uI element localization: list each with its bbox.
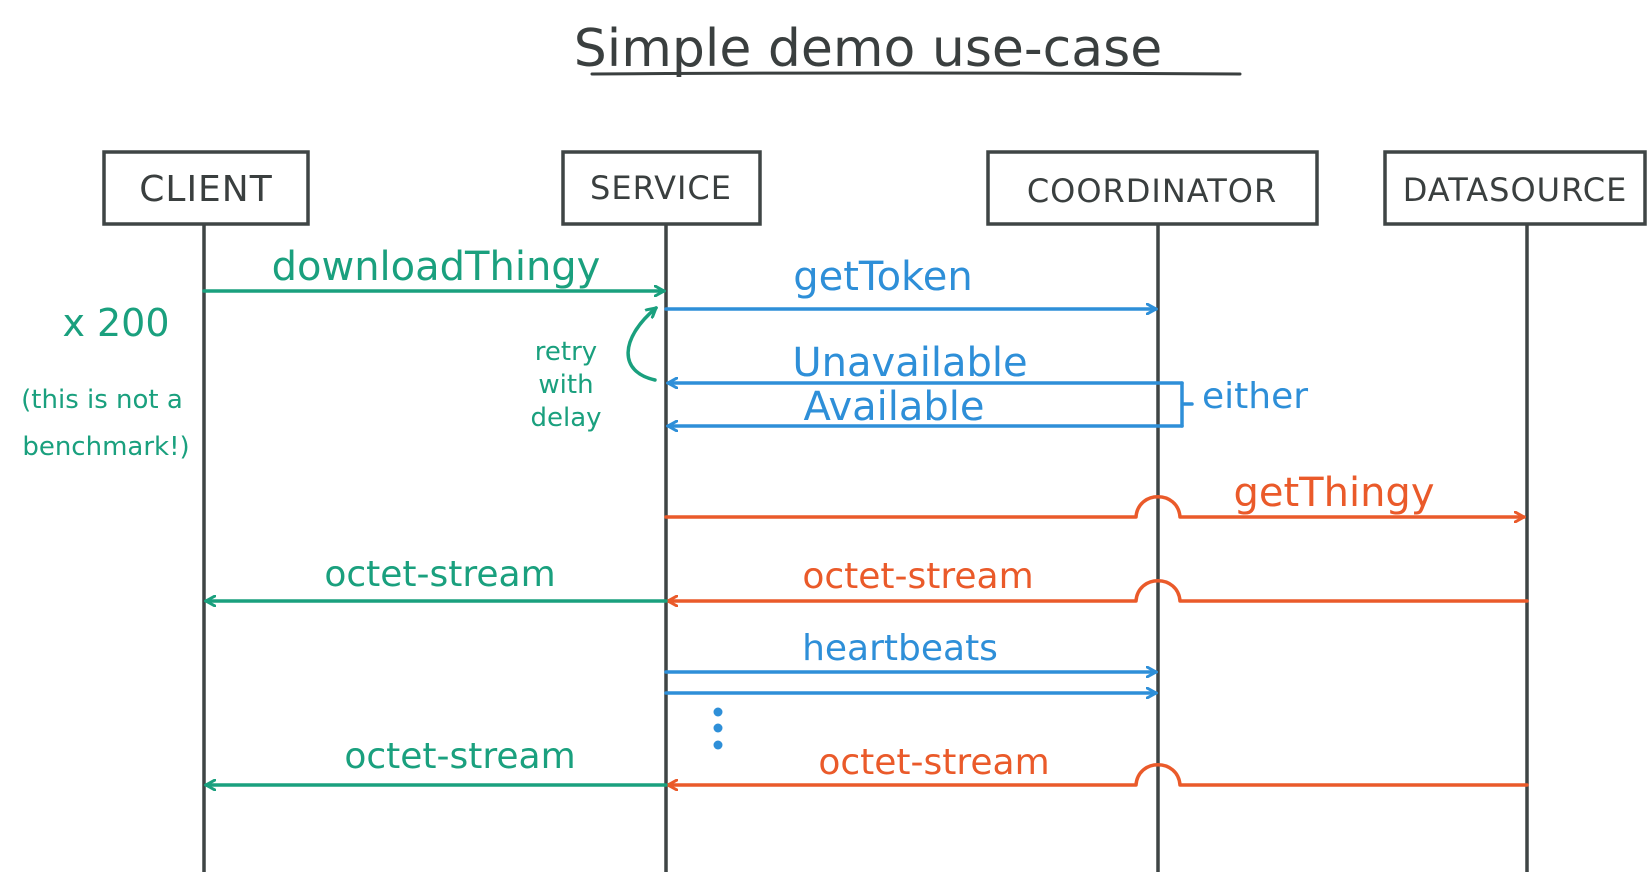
octet-stream-client-label-1: octet-stream xyxy=(324,554,555,595)
download-thingy-label: downloadThingy xyxy=(272,244,601,290)
title-underline xyxy=(590,71,1242,76)
octet-stream-client-label-2: octet-stream xyxy=(344,736,575,777)
retry-note-line3: delay xyxy=(530,403,601,433)
actor-service: SERVICE xyxy=(561,150,762,226)
get-thingy-label: getThingy xyxy=(1234,470,1435,516)
repeat-count-note: x 200 xyxy=(62,301,169,345)
retry-note-line2: with xyxy=(538,370,593,400)
either-bracket xyxy=(1180,381,1194,428)
octet-stream-service-label-1: octet-stream xyxy=(802,556,1033,597)
get-token-label: getToken xyxy=(793,254,973,300)
disclaimer-line1: (this is not a xyxy=(21,385,183,415)
octet-stream-service-arrow-2 xyxy=(668,763,1529,785)
either-label: either xyxy=(1202,376,1308,417)
actor-client: CLIENT xyxy=(102,150,310,226)
continuation-dots xyxy=(713,707,723,750)
retry-loop-arrow xyxy=(626,308,656,382)
actor-coordinator-label: COORDINATOR xyxy=(1027,172,1277,210)
actor-datasource-label: DATASOURCE xyxy=(1403,171,1628,209)
disclaimer-line2: benchmark!) xyxy=(22,432,189,462)
octet-stream-service-arrow-1 xyxy=(668,579,1529,601)
actor-datasource: DATASOURCE xyxy=(1383,150,1647,226)
available-label: Available xyxy=(803,384,984,430)
get-thingy-arrow xyxy=(664,495,1524,517)
heartbeats-label: heartbeats xyxy=(802,628,998,669)
unavailable-label: Unavailable xyxy=(792,340,1027,386)
actor-service-label: SERVICE xyxy=(590,169,732,207)
octet-stream-service-label-2: octet-stream xyxy=(818,742,1049,783)
diagram-title: Simple demo use-case xyxy=(574,19,1162,79)
actor-client-label: CLIENT xyxy=(139,169,272,210)
retry-note-line1: retry xyxy=(535,337,597,367)
actor-coordinator: COORDINATOR xyxy=(986,150,1319,226)
